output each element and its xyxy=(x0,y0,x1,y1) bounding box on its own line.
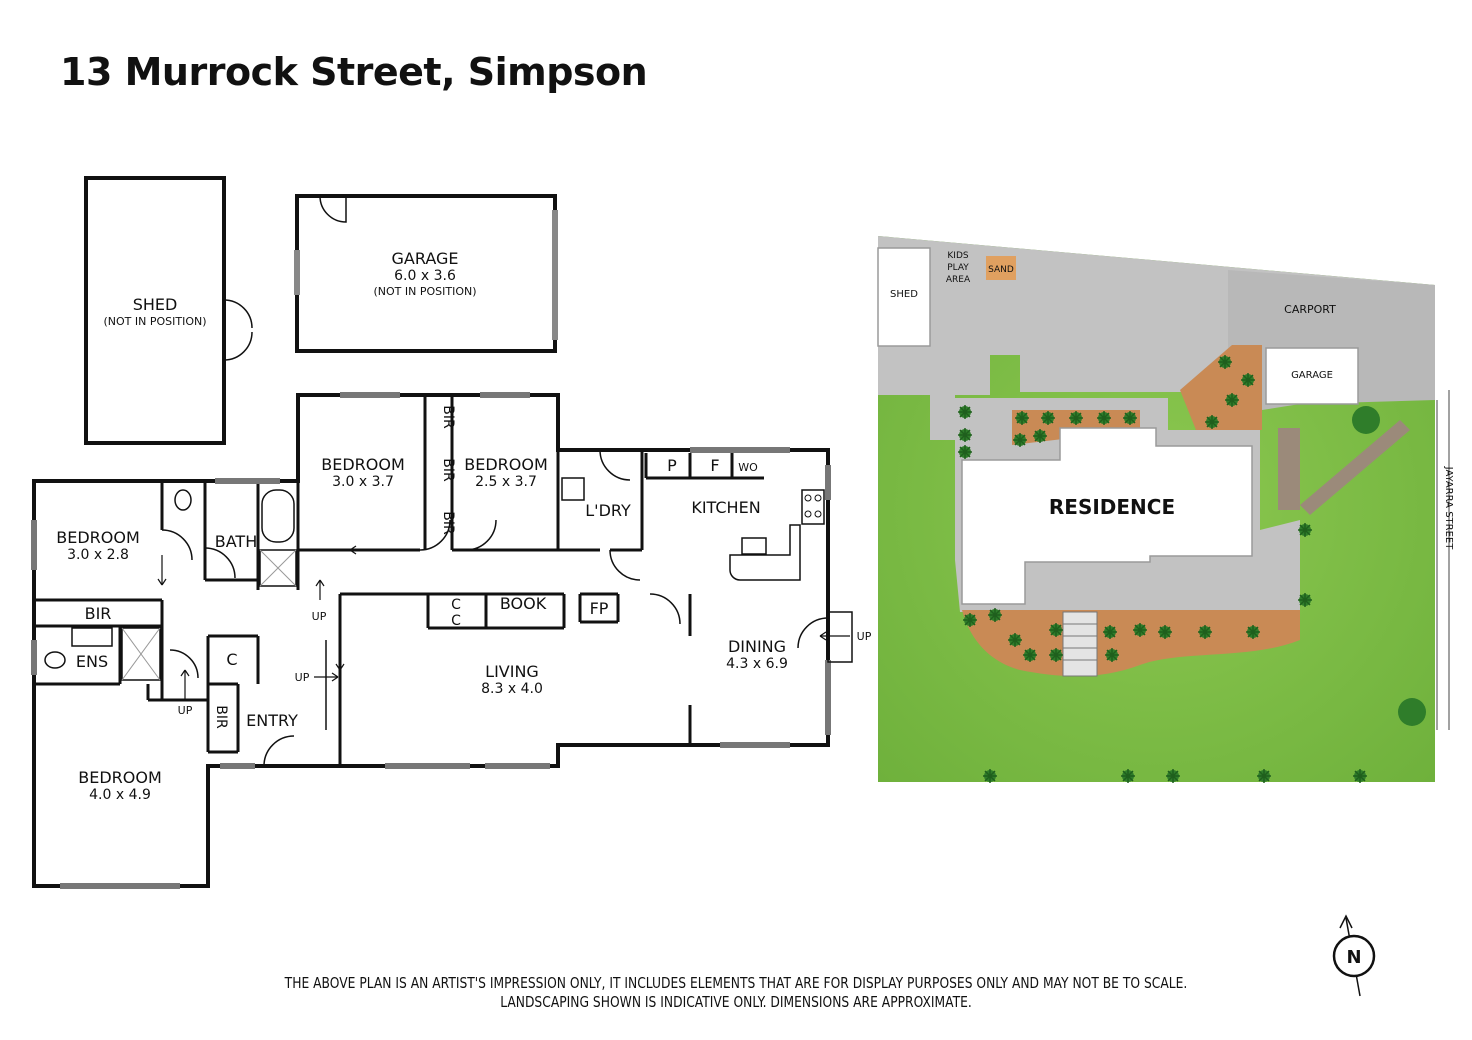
floor-plan: SHED (NOT IN POSITION) GARAGE 6.0 x 3.6 … xyxy=(31,176,872,889)
garden-bed-south xyxy=(962,610,1300,677)
cupboard-label-living-1: C xyxy=(451,597,461,613)
laundry-tub-icon xyxy=(561,477,585,501)
bedroom1-dims: 3.0 x 3.7 xyxy=(332,474,394,490)
up-label-2: UP xyxy=(295,671,310,684)
sandpit xyxy=(986,256,1016,280)
garage-building: GARAGE 6.0 x 3.6 (NOT IN POSITION) xyxy=(294,194,558,353)
toilet-icon xyxy=(174,489,192,511)
up-label-1: UP xyxy=(312,610,327,623)
path-diagonal xyxy=(1300,420,1410,515)
garage-note: (NOT IN POSITION) xyxy=(373,285,476,298)
kitchen-sink-icon xyxy=(741,537,767,555)
site-garage-label: GARAGE xyxy=(1291,370,1333,381)
garage-label: GARAGE xyxy=(392,249,459,268)
bir-label-bed2: BIR xyxy=(440,511,456,535)
kids-play-label-1: KIDS xyxy=(947,251,968,261)
page-title: 13 Murrock Street, Simpson xyxy=(60,50,648,94)
interior-walls xyxy=(34,395,764,766)
house-outline xyxy=(32,393,830,888)
site-shed xyxy=(877,247,931,347)
bedroom4-dims: 4.0 x 4.9 xyxy=(89,787,151,803)
plants xyxy=(957,354,1426,784)
kitchen-bench xyxy=(729,524,801,581)
cupboard-label-living-2: C xyxy=(451,613,461,629)
dining-dims: 4.3 x 6.9 xyxy=(726,656,788,672)
dining-steps xyxy=(827,611,853,663)
north-label: N xyxy=(1346,947,1361,968)
ensuite-shower-icon xyxy=(121,627,161,681)
bedroom2-label: BEDROOM xyxy=(464,455,548,474)
bedroom3-label: BEDROOM xyxy=(56,528,140,547)
bedroom2-dims: 2.5 x 3.7 xyxy=(475,474,537,490)
entry-label: ENTRY xyxy=(246,711,298,730)
site-plan: RESIDENCE SHED GARAGE CARPORT KIDS PLAY … xyxy=(877,236,1454,784)
garden-bed-garage xyxy=(1180,345,1262,430)
up-label-3: UP xyxy=(178,704,193,717)
fireplace-label: FP xyxy=(590,599,609,618)
book-label: BOOK xyxy=(500,594,547,613)
dining-label: DINING xyxy=(728,637,786,656)
cupboard-label-hall: C xyxy=(226,650,237,669)
pantry-label: P xyxy=(667,456,677,475)
kids-play-label-2: PLAY xyxy=(947,263,969,273)
disclaimer-line1: THE ABOVE PLAN IS AN ARTIST'S IMPRESSION… xyxy=(284,974,1188,992)
site-garage xyxy=(1265,347,1359,405)
bedroom4-label: BEDROOM xyxy=(78,768,162,787)
bir-label-bed1-a: BIR xyxy=(440,405,456,429)
shed-building: SHED (NOT IN POSITION) xyxy=(84,176,253,445)
front-steps xyxy=(1062,611,1098,677)
kids-play-label-3: AREA xyxy=(946,275,971,285)
shed-note: (NOT IN POSITION) xyxy=(103,315,206,328)
up-label-4: UP xyxy=(857,630,872,643)
fixtures xyxy=(44,477,853,681)
bath-label: BATH xyxy=(215,532,257,551)
arrows xyxy=(157,545,850,700)
room-labels: BEDROOM 3.0 x 3.7 BEDROOM 2.5 x 3.7 BEDR… xyxy=(56,405,871,803)
living-dims: 8.3 x 4.0 xyxy=(481,681,543,697)
bedroom3-dims: 3.0 x 2.8 xyxy=(67,547,129,563)
ensuite-toilet-icon xyxy=(44,651,66,669)
cooktop-icon xyxy=(801,489,825,525)
carport-label: CARPORT xyxy=(1284,303,1336,316)
residence-label: RESIDENCE xyxy=(1049,495,1175,519)
ens-label: ENS xyxy=(76,652,108,671)
bir-label-bed1-b: BIR xyxy=(440,458,456,482)
bir-label-bed4: BIR xyxy=(213,705,229,729)
laundry-label: L'DRY xyxy=(585,501,631,520)
fridge-label: F xyxy=(710,456,719,475)
disclaimer-line2: LANDSCAPING SHOWN IS INDICATIVE ONLY. DI… xyxy=(500,993,972,1011)
sand-label: SAND xyxy=(988,265,1014,275)
residence-footprint xyxy=(961,427,1253,605)
bir-label-bed3: BIR xyxy=(85,604,112,623)
shed-label: SHED xyxy=(133,295,178,314)
kitchen-label: KITCHEN xyxy=(691,498,760,517)
wall-oven-label: WO xyxy=(738,461,758,474)
garage-dims: 6.0 x 3.6 xyxy=(394,268,456,284)
north-arrow-icon xyxy=(1339,914,1353,929)
door-swings xyxy=(161,449,829,767)
path-east xyxy=(1278,428,1300,510)
living-label: LIVING xyxy=(485,662,539,681)
street-label: JAYARRA STREET xyxy=(1443,466,1454,551)
windows xyxy=(31,392,831,889)
bathtub-icon xyxy=(261,489,295,543)
north-compass: N xyxy=(1332,914,1376,997)
bedroom1-label: BEDROOM xyxy=(321,455,405,474)
shower-icon xyxy=(259,549,297,587)
vanity-icon xyxy=(71,627,113,647)
site-shed-label: SHED xyxy=(890,289,918,300)
